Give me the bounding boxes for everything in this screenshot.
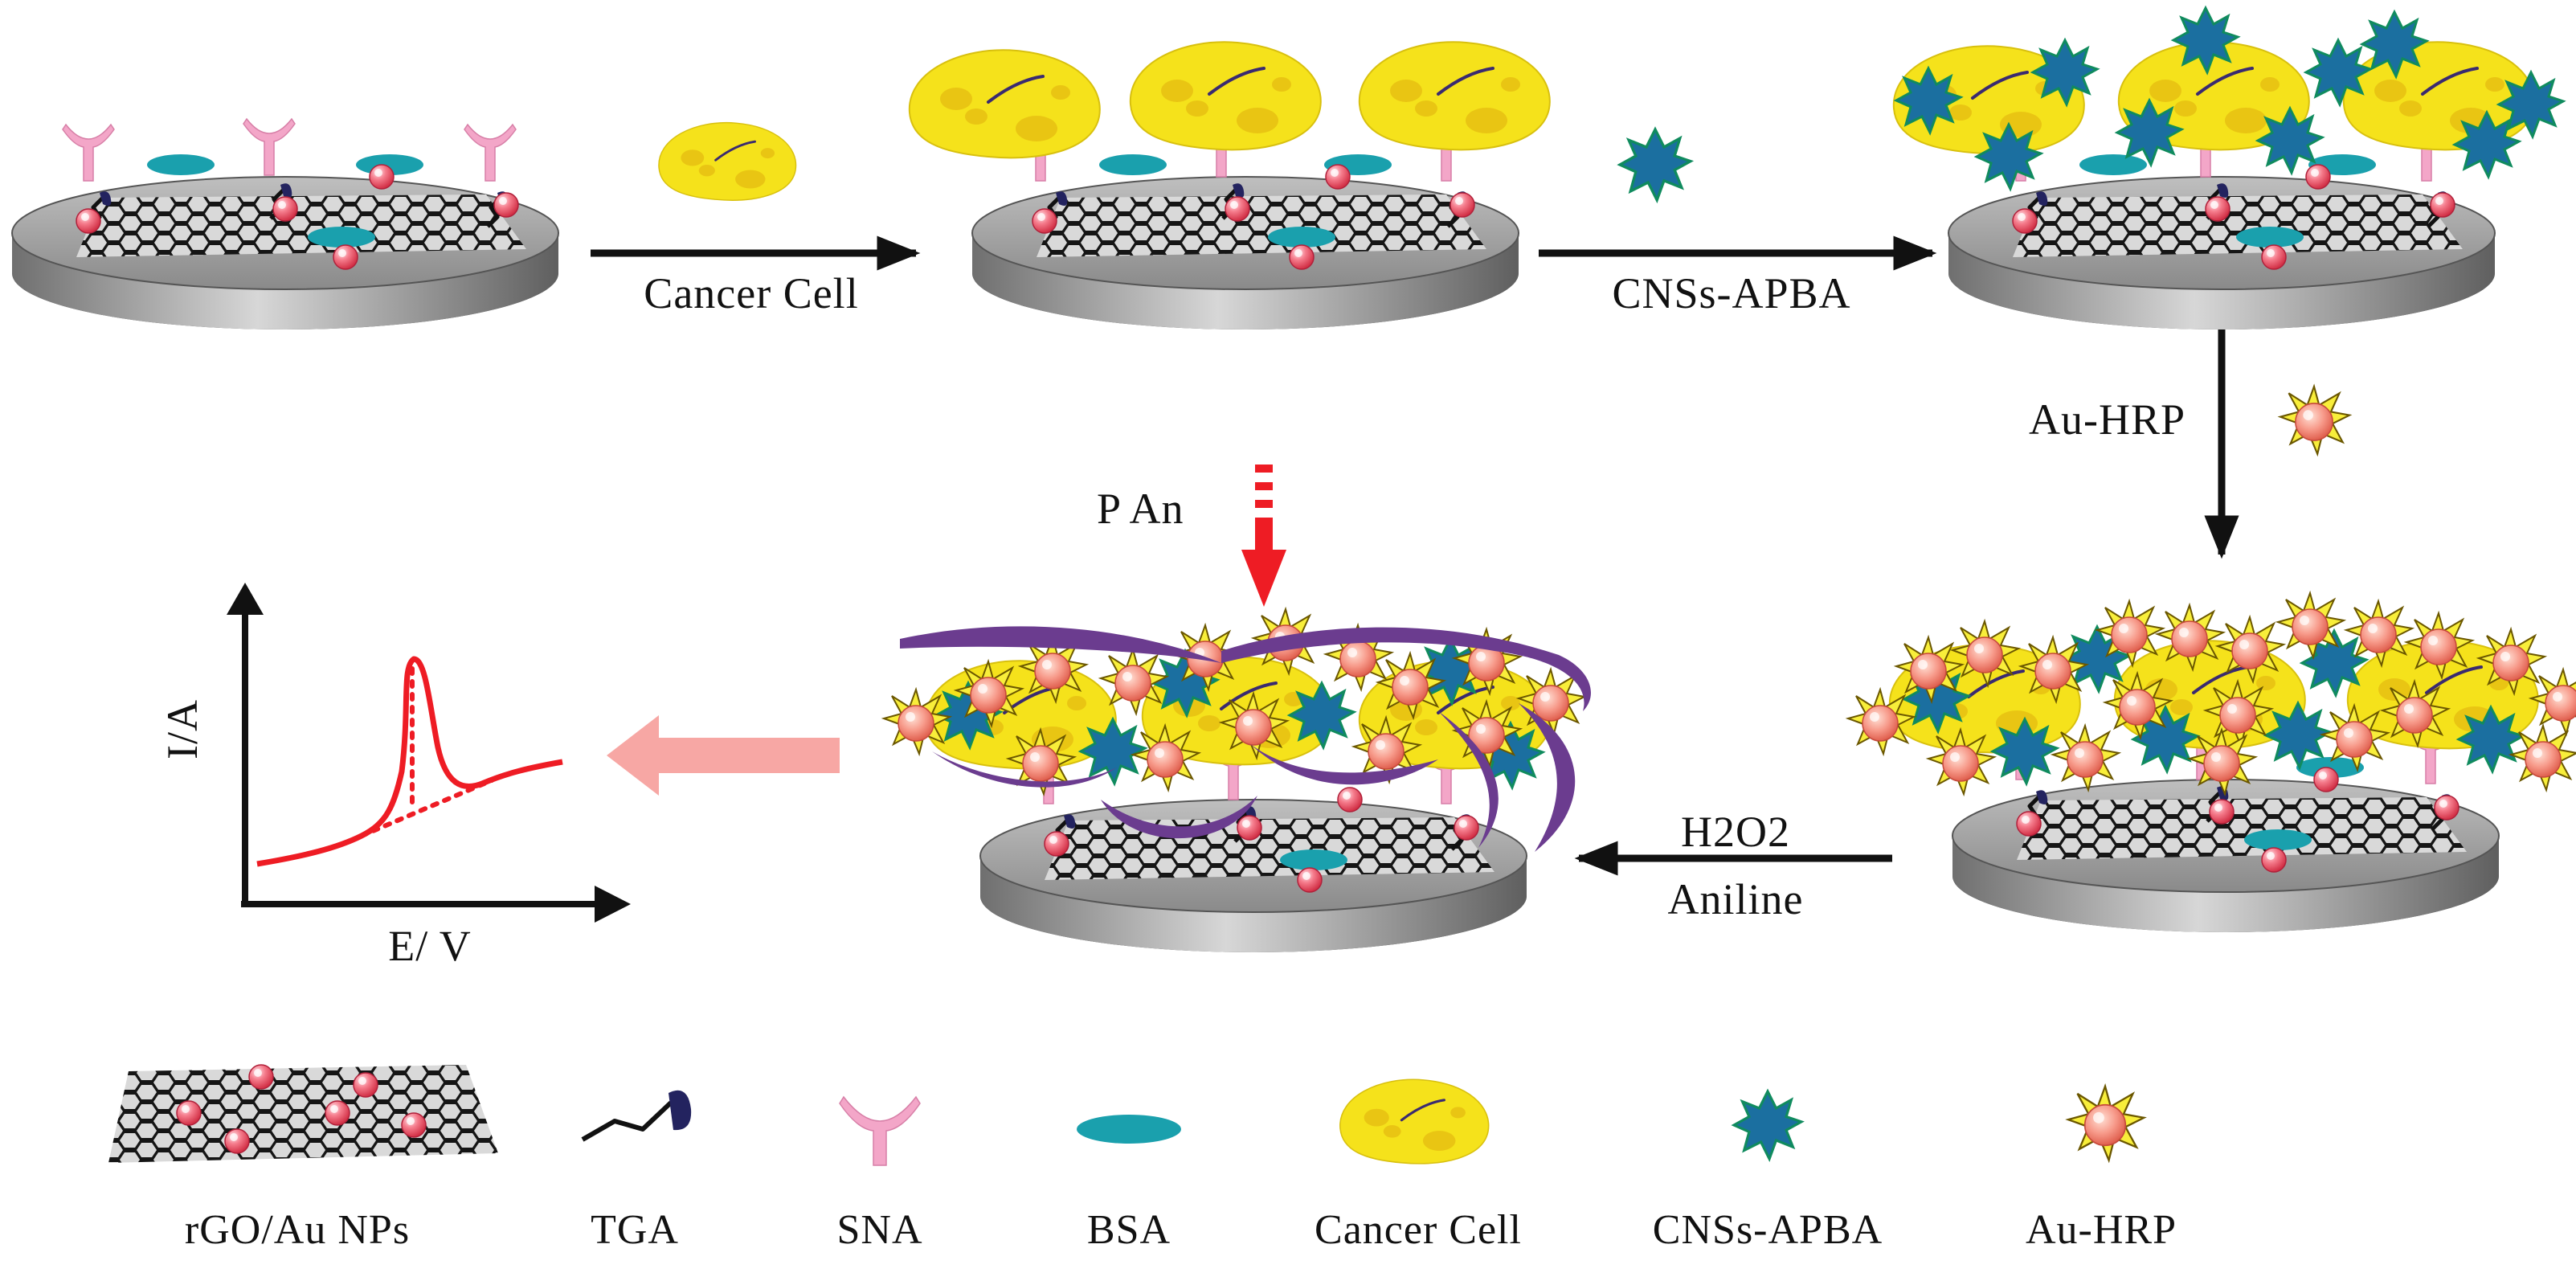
legend-label-rgo-au-nps: rGO/Au NPs: [184, 1207, 411, 1253]
electrode-2: [907, 40, 1552, 330]
baseline: [359, 778, 494, 838]
x-axis-label: E/ V: [388, 922, 472, 970]
legend-label-sna: SNA: [836, 1207, 923, 1253]
legend-icon-cnss-apba: [1732, 1090, 1803, 1160]
label-cnss-apba-step: CNSs-APBA: [1612, 269, 1851, 317]
step-arrow-cnss-apba: [1539, 128, 1937, 271]
legend-icon-au-hrp: [2067, 1085, 2145, 1161]
legend-label-bsa: BSA: [1086, 1207, 1171, 1253]
electrode-5: [883, 608, 1591, 953]
legend-label-cancer-cell: Cancer Cell: [1315, 1207, 1522, 1253]
legend-icon-tga: [581, 1090, 692, 1142]
y-axis-label: I/A: [158, 699, 206, 759]
electrode-4: [1847, 592, 2576, 933]
electrode-3: [1891, 6, 2565, 330]
legend-label-cnss-apba: CNSs-APBA: [1652, 1207, 1883, 1253]
legend-icon-bsa: [1077, 1115, 1181, 1144]
label-h2o2: H2O2: [1681, 808, 1790, 856]
label-pan: P An: [1097, 485, 1184, 533]
legend-label-au-hrp: Au-HRP: [2025, 1207, 2177, 1253]
step-arrow-au-hrp: [2204, 329, 2351, 559]
legend-icon-rgo-au-nps: [108, 1064, 498, 1163]
pan-arrow: [1241, 465, 1286, 607]
electrode-1: [11, 118, 559, 330]
label-au-hrp-step: Au-HRP: [2029, 395, 2186, 444]
voltammogram-plot: [227, 583, 631, 923]
legend-icon-sna: [839, 1095, 921, 1166]
step-arrow-cancer-cell: [591, 121, 921, 271]
label-cancer-cell-step: Cancer Cell: [644, 269, 859, 317]
label-aniline: Aniline: [1667, 875, 1804, 923]
result-arrow: [607, 715, 840, 796]
legend-label-tga: TGA: [591, 1207, 679, 1253]
legend-icon-cancer-cell: [1339, 1078, 1490, 1165]
